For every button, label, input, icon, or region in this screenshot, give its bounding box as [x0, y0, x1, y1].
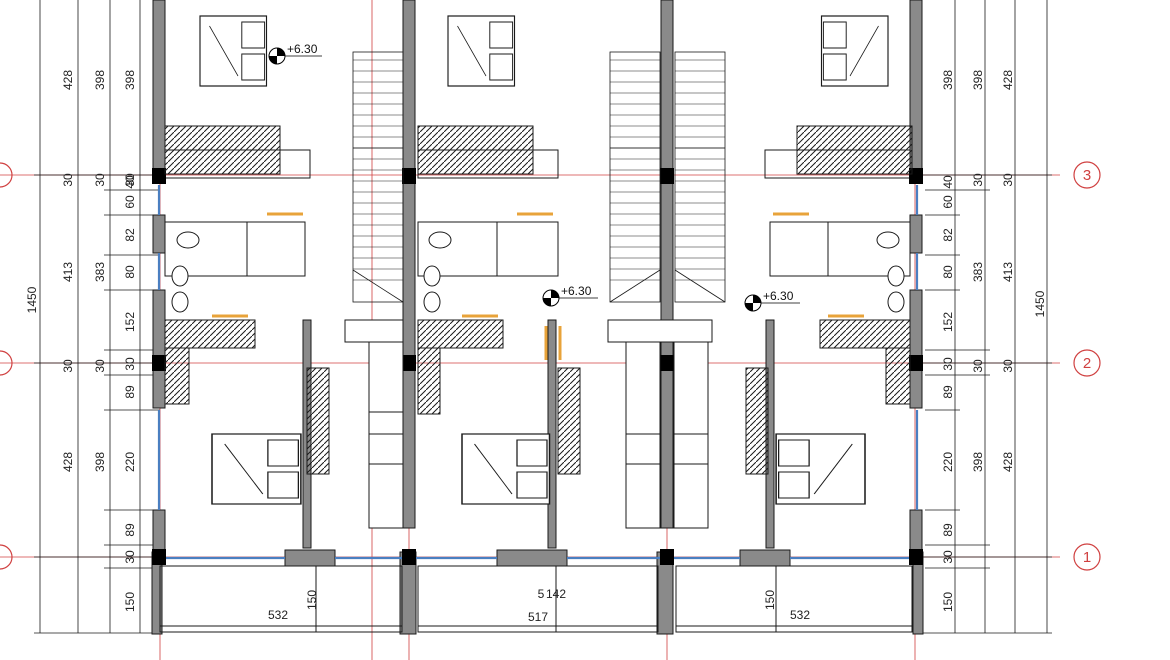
dim-left-30-a: 30 [61, 173, 75, 187]
dim-balcony-left-depth: 150 [305, 590, 319, 610]
dim-left-152: 152 [123, 312, 137, 332]
dim-right-398-bottom: 398 [971, 452, 985, 472]
dim-right-30-b: 30 [941, 550, 955, 564]
level-mark-3: +6.30 [744, 289, 800, 312]
dim-left-30-f: 30 [123, 550, 137, 564]
dim-left-60: 60 [123, 195, 137, 209]
dim-right-30-c: 30 [971, 173, 985, 187]
right-dimension-text: 398 40 60 82 80 152 30 89 220 89 30 150 … [941, 70, 1047, 612]
axis-bubbles: 3 2 1 [0, 161, 1101, 571]
dim-left-150: 150 [123, 592, 137, 612]
dim-left-30-e: 30 [123, 357, 137, 371]
dim-right-overall: 1450 [1033, 290, 1047, 317]
walls [151, 0, 924, 635]
dim-left-398-top: 398 [93, 70, 107, 90]
level-text-2: +6.30 [561, 284, 592, 298]
dim-balcony-left-width: 532 [268, 608, 288, 622]
level-mark-2: +6.30 [542, 284, 598, 307]
axis-label-1: 1 [1083, 549, 1091, 566]
dim-right-89-b: 89 [941, 523, 955, 537]
dim-left-80: 80 [123, 265, 137, 279]
dim-right-413: 413 [1001, 262, 1015, 282]
dim-right-428-bottom: 428 [1001, 452, 1015, 472]
dim-right-152: 152 [941, 312, 955, 332]
bed-top-mid [447, 15, 516, 87]
dim-right-30-f: 30 [1001, 359, 1015, 373]
dim-left-398-inner: 398 [123, 70, 137, 90]
staircase-left [352, 51, 404, 303]
balconies [159, 565, 913, 633]
dim-right-60: 60 [941, 195, 955, 209]
staircase-middle [609, 51, 661, 303]
dim-left-30-inner: 30 [123, 173, 137, 187]
dim-left-30-d: 30 [93, 359, 107, 373]
columns [152, 168, 923, 565]
left-dimension-chain [34, 0, 160, 634]
level-text-1: +6.30 [287, 42, 318, 56]
dim-left-30-c: 30 [93, 173, 107, 187]
dim-right-30-e: 30 [1001, 173, 1015, 187]
dim-left-40: 40 [123, 175, 137, 189]
dim-right-220: 220 [941, 452, 955, 472]
dim-balcony-mid-extra: 142 [546, 587, 566, 601]
dim-left-428-top: 428 [61, 70, 75, 90]
dim-left-89-a: 89 [123, 385, 137, 399]
dim-right-30-a: 30 [941, 357, 955, 371]
door-leaves [212, 212, 864, 360]
dim-left-82: 82 [123, 228, 137, 242]
dim-balcony-right-depth: 150 [763, 590, 777, 610]
dim-right-80: 80 [941, 265, 955, 279]
dim-right-40: 40 [941, 175, 955, 189]
dim-right-383: 383 [971, 262, 985, 282]
dim-left-89-b: 89 [123, 523, 137, 537]
dim-left-overall: 1450 [25, 286, 39, 313]
dim-balcony-right-width: 532 [790, 608, 810, 622]
dim-left-383: 383 [93, 262, 107, 282]
axis-label-2: 2 [1083, 355, 1091, 372]
dim-left-220: 220 [123, 452, 137, 472]
left-dimension-text: 1450 428 30 413 30 428 398 30 383 30 398… [25, 70, 137, 612]
dim-left-398-bottom: 398 [93, 452, 107, 472]
axis-label-3: 3 [1083, 167, 1091, 184]
level-text-3: +6.30 [763, 289, 794, 303]
right-dimension-chain [915, 0, 1052, 634]
bed-top-right [820, 15, 889, 87]
bed-bottom-left [211, 433, 302, 505]
dim-balcony-mid-width: 517 [528, 610, 548, 624]
central-closets [344, 319, 713, 529]
dim-left-413: 413 [61, 262, 75, 282]
stair-treads [353, 59, 725, 281]
bed-bottom-mid [461, 433, 551, 505]
wardrobes [164, 125, 913, 475]
glazing [157, 185, 919, 560]
level-mark-1: +6.30 [268, 42, 322, 65]
staircase-right [674, 51, 726, 303]
dim-right-398-top: 398 [971, 70, 985, 90]
dim-right-428-top: 428 [1001, 70, 1015, 90]
dim-left-30-b: 30 [61, 359, 75, 373]
dim-right-30-d: 30 [971, 359, 985, 373]
dim-right-150: 150 [941, 592, 955, 612]
bed-bottom-right [775, 433, 866, 505]
dim-left-428-bottom: 428 [61, 452, 75, 472]
bathrooms [164, 221, 911, 313]
dim-right-82: 82 [941, 228, 955, 242]
bed-top-left [199, 15, 268, 87]
dim-right-398-inner: 398 [941, 70, 955, 90]
dim-balcony-mid-depth: 5 [538, 587, 545, 601]
dim-right-89-a: 89 [941, 385, 955, 399]
